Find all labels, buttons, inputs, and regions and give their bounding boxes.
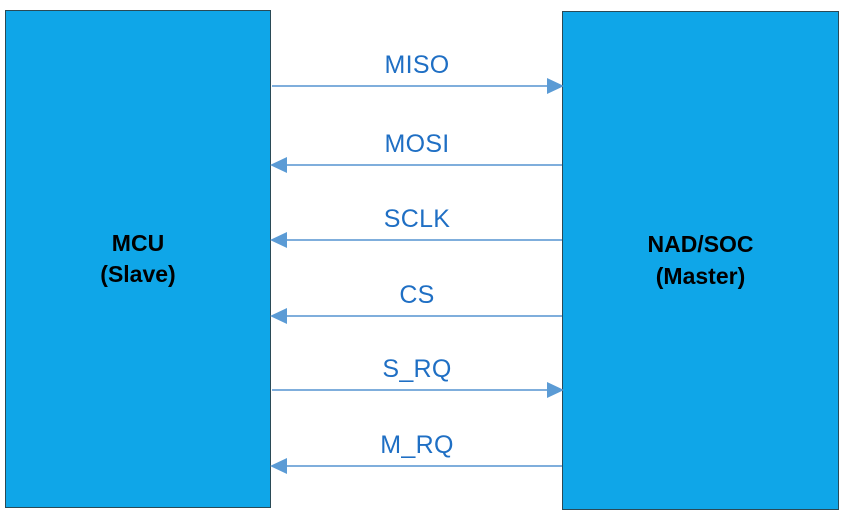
arrow-left-icon (270, 232, 287, 248)
block-mcu-role: (Slave) (100, 261, 176, 287)
signal-cs-label: CS (399, 281, 435, 309)
signal-miso-label: MISO (384, 51, 450, 79)
arrow-left-icon (270, 308, 287, 324)
block-nad-soc[interactable]: NAD/SOC (Master) (562, 11, 839, 510)
signal-mosi-label: MOSI (384, 130, 450, 158)
block-nad-soc-name: NAD/SOC (647, 231, 754, 258)
signal-mosi-line (272, 164, 562, 166)
signal-s-rq-line (272, 389, 562, 391)
signal-s-rq-label: S_RQ (382, 355, 452, 383)
signal-m-rq-label: M_RQ (380, 431, 454, 459)
arrow-right-icon (547, 382, 564, 398)
block-mcu-name: MCU (111, 229, 165, 256)
signal-cs-line (272, 315, 562, 317)
signal-m-rq-line (272, 465, 562, 467)
arrow-left-icon (270, 458, 287, 474)
signal-sclk-label: SCLK (383, 205, 451, 233)
block-nad-soc-role: (Master) (655, 262, 746, 289)
arrow-right-icon (547, 78, 564, 94)
block-mcu[interactable]: MCU (Slave) (5, 10, 271, 508)
arrow-left-icon (270, 157, 287, 173)
signal-miso-line (272, 85, 562, 87)
signal-sclk-line (272, 239, 562, 241)
